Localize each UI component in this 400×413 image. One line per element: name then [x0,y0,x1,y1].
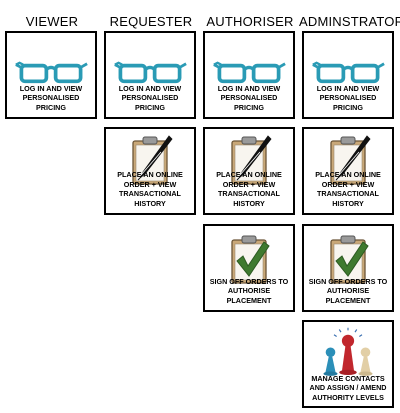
card-viewer-view-pricing: LOG IN AND VIEW PERSONALISED PRICING [5,31,97,119]
card-administrator-sign-off: SIGN OFF ORDERS TO AUTHORISE PLACEMENT [302,224,394,312]
card-administrator-place-order: PLACE AN ONLINE ORDER + VIEW TRANSACTION… [302,127,394,215]
card-label: LOG IN AND VIEW PERSONALISED PRICING [217,83,281,112]
card-label: MANAGE CONTACTS AND ASSIGN / AMEND AUTHO… [309,373,387,402]
card-requester-place-order: PLACE AN ONLINE ORDER + VIEW TRANSACTION… [104,127,196,215]
card-label: LOG IN AND VIEW PERSONALISED PRICING [316,83,380,112]
card-authoriser-sign-off: SIGN OFF ORDERS TO AUTHORISE PLACEMENT [203,224,295,312]
card-authoriser-view-pricing: LOG IN AND VIEW PERSONALISED PRICING [203,31,295,119]
card-requester-view-pricing: LOG IN AND VIEW PERSONALISED PRICING [104,31,196,119]
card-administrator-view-pricing: LOG IN AND VIEW PERSONALISED PRICING [302,31,394,119]
header-requester: REQUESTER [109,14,193,29]
card-label: SIGN OFF ORDERS TO AUTHORISE PLACEMENT [308,276,388,305]
header-viewer: VIEWER [25,14,79,29]
card-label: SIGN OFF ORDERS TO AUTHORISE PLACEMENT [209,276,289,305]
card-administrator-manage-contacts: MANAGE CONTACTS AND ASSIGN / AMEND AUTHO… [302,320,394,408]
header-authoriser: AUTHORISER [206,14,294,29]
card-label: LOG IN AND VIEW PERSONALISED PRICING [19,83,83,112]
card-label: LOG IN AND VIEW PERSONALISED PRICING [118,83,182,112]
card-label: PLACE AN ONLINE ORDER + VIEW TRANSACTION… [117,170,183,208]
card-authoriser-place-order: PLACE AN ONLINE ORDER + VIEW TRANSACTION… [203,127,295,215]
card-label: PLACE AN ONLINE ORDER + VIEW TRANSACTION… [315,170,381,208]
header-administrator: ADMINSTRATOR [299,14,400,29]
card-label: PLACE AN ONLINE ORDER + VIEW TRANSACTION… [216,170,282,208]
